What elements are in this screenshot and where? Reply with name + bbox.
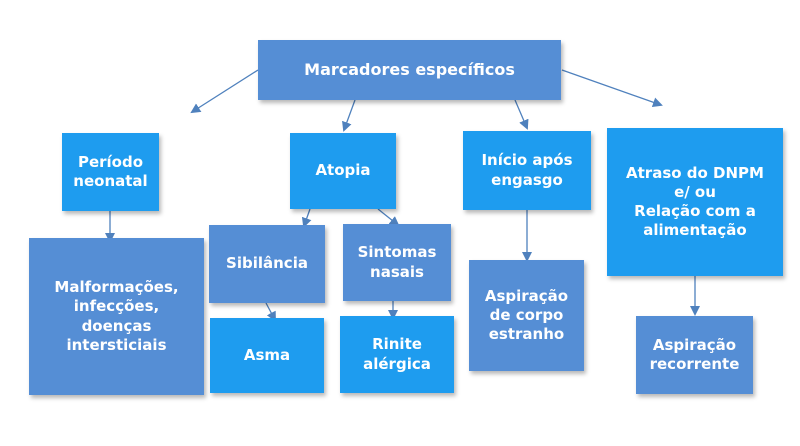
node-marcadores-especificos: Marcadores específicos	[258, 40, 561, 100]
arrow-root-to-atopia	[342, 99, 356, 132]
node-aspiracao-corpo-estranho: Aspiração de corpo estranho	[469, 260, 584, 371]
node-periodo-neonatal: Período neonatal	[62, 133, 159, 211]
arrow-atopia-to-sintomas-nasais	[377, 208, 400, 227]
arrow-atopia-to-sibilancia	[301, 208, 312, 228]
node-rinite-alergica: Rinite alérgica	[340, 316, 454, 393]
node-sibilancia: Sibilância	[209, 225, 325, 303]
node-sintomas-nasais: Sintomas nasais	[343, 224, 451, 301]
node-aspiracao-recorrente: Aspiração recorrente	[636, 316, 753, 394]
arrow-root-to-atraso-dnpm	[561, 69, 663, 108]
node-inicio-apos-engasgo: Início após engasgo	[463, 131, 591, 210]
arrow-sibilancia-to-asma	[265, 302, 276, 322]
arrow-root-to-periodo-neonatal	[190, 69, 259, 114]
node-asma: Asma	[210, 318, 324, 393]
arrow-root-to-inicio-engasgo	[514, 99, 529, 130]
node-malformacoes: Malformações, infecções, doenças interst…	[29, 238, 204, 395]
node-atraso-dnpm: Atraso do DNPM e/ ou Relação com a alime…	[607, 128, 783, 276]
node-atopia: Atopia	[290, 133, 396, 209]
